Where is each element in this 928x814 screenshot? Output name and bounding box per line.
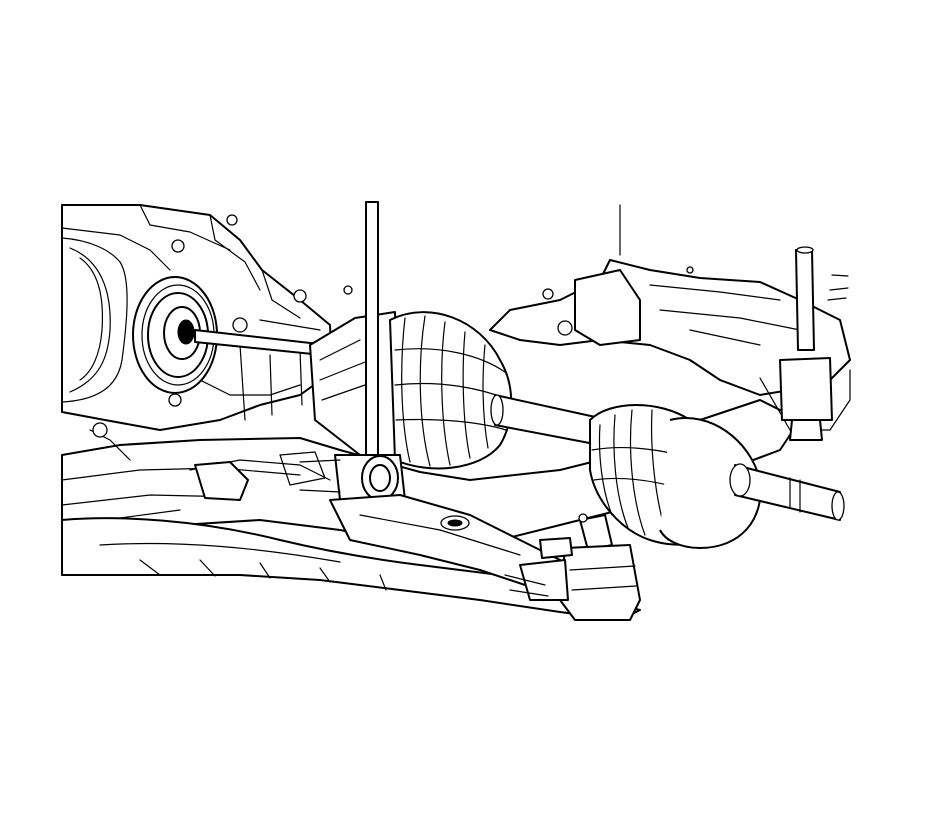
drive-axle-assembly [309, 311, 845, 549]
engine-mount-bracket [489, 204, 851, 441]
holding-tool-and-bushing [299, 201, 406, 501]
ball-joint [504, 513, 641, 621]
transmission-output-seal [132, 276, 218, 394]
